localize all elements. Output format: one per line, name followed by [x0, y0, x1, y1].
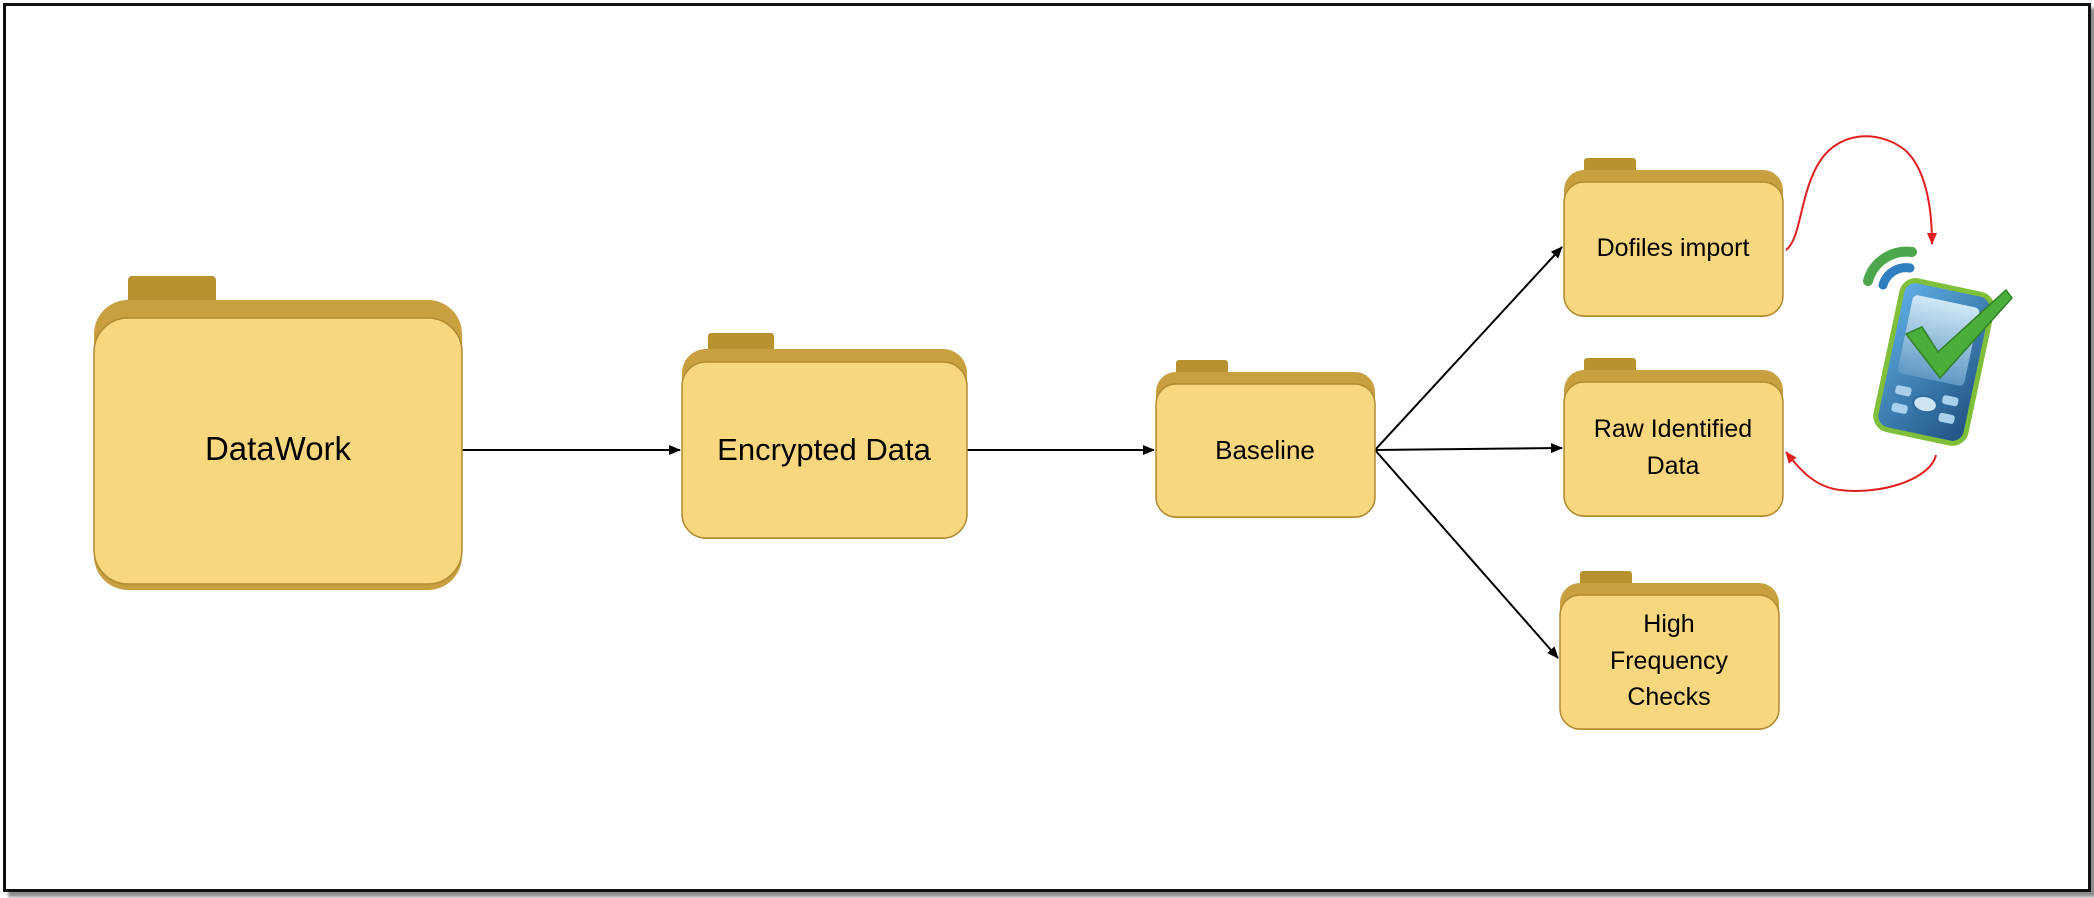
sync-arrow-to-device: [1785, 135, 1937, 251]
check-mark: [1904, 288, 2013, 380]
arrow-baseline-to-hfc: [1374, 449, 1559, 659]
connectors: [462, 246, 1563, 659]
folder-raw-identified-data[interactable]: Raw Identified Data: [1563, 358, 1784, 517]
phone-screen: [1897, 295, 1980, 386]
folder-front: [1155, 383, 1376, 518]
folder-datawork[interactable]: DataWork: [93, 276, 463, 590]
folder-label: Encrypted Data: [717, 432, 931, 467]
folder-baseline[interactable]: Baseline: [1155, 360, 1376, 518]
phone-key: [1891, 402, 1908, 414]
phone-key: [1938, 412, 1955, 424]
wifi-signal-outer: [1863, 246, 1917, 286]
folder-front: [1563, 381, 1784, 517]
wifi-signal-inner: [1878, 263, 1915, 290]
folder-high-frequency-checks[interactable]: High Frequency Checks: [1559, 571, 1780, 730]
folder-dofiles-import[interactable]: Dofiles import: [1563, 158, 1784, 317]
folder-label: DataWork: [205, 430, 352, 467]
phone-key: [1895, 385, 1912, 397]
phone-key: [1942, 395, 1959, 407]
folder-label-line-3: Checks: [1627, 683, 1710, 711]
folder-label: Baseline: [1215, 435, 1315, 465]
folder-label-line-2: Frequency: [1610, 647, 1729, 675]
sync-arrows: [1785, 135, 1937, 492]
arrow-baseline-to-raw: [1374, 443, 1563, 454]
folder-front: [1559, 594, 1780, 730]
folder-label-line-1: High: [1643, 610, 1694, 638]
arrow-baseline-to-dofiles: [1374, 246, 1563, 451]
phone-nav-button: [1912, 394, 1938, 414]
sync-arrow-from-device: [1785, 451, 1937, 492]
folder-front: [681, 361, 968, 539]
folder-label: Dofiles import: [1597, 234, 1750, 262]
mobile-device-check-icon: [1863, 246, 2013, 446]
folder-encrypted-data[interactable]: Encrypted Data: [681, 333, 968, 539]
folder-label-line-2: Data: [1647, 452, 1700, 480]
folder-label-line-1: Raw Identified: [1594, 415, 1752, 443]
folder-front: [1563, 181, 1784, 317]
folder-front: [93, 317, 463, 585]
